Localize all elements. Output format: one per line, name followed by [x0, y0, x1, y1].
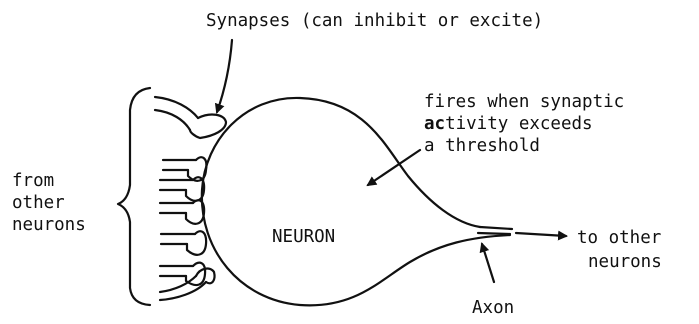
input-brace: [118, 88, 150, 305]
synapse-4: [160, 200, 204, 224]
synapses-arrow: [217, 40, 232, 112]
synapses-label: Synapses (can inhibit or excite): [206, 11, 543, 31]
from-label-line2: other: [12, 193, 65, 213]
fires-label-line1: fires when synaptic: [424, 92, 624, 112]
synapse-bottom: [160, 269, 215, 300]
synapse-top: [155, 97, 226, 138]
synapse-5: [161, 231, 206, 255]
from-label-line1: from: [12, 171, 54, 191]
from-label-line3: neurons: [12, 215, 86, 235]
axon: [480, 227, 512, 229]
axon-label: Axon: [472, 298, 514, 318]
to-label-line2: neurons: [588, 252, 662, 272]
fires-label-line2: activity exceeds: [424, 114, 593, 134]
output-arrow: [516, 233, 566, 236]
neuron-label: NEURON: [272, 227, 335, 247]
axon-lower: [478, 233, 510, 234]
axon-pointer-arrow: [482, 244, 494, 282]
to-label-line1: to other: [577, 228, 661, 248]
fires-label-line3: a threshold: [424, 136, 540, 156]
